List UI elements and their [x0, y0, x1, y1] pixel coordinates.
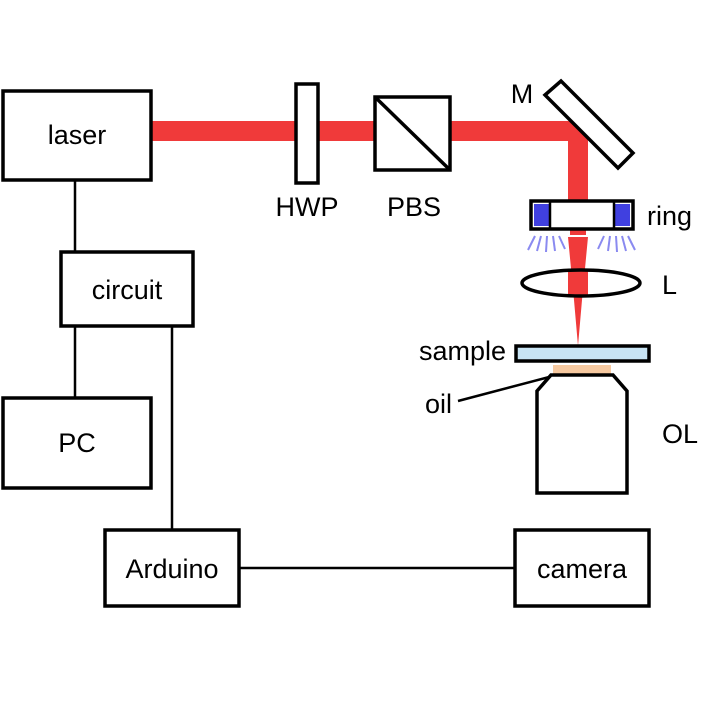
laser-beam-horizontal: [152, 121, 586, 141]
polarizing-beam-splitter: PBS: [373, 95, 452, 222]
oil-label: oil: [425, 389, 452, 419]
circuit-label: circuit: [92, 275, 163, 305]
pc-label: PC: [58, 428, 96, 458]
ring-led-left: [534, 204, 550, 226]
lens-label: L: [662, 270, 677, 300]
sample-label: sample: [419, 336, 506, 366]
arduino-box: Arduino: [103, 528, 241, 608]
camera-label: camera: [537, 554, 628, 584]
led-ring: ring: [527, 199, 692, 253]
mirror-label: M: [511, 79, 534, 109]
camera-box: camera: [513, 528, 651, 608]
ring-label: ring: [647, 201, 692, 231]
ring-light-rays: [527, 235, 636, 253]
laser-beam-lens-pass: [568, 270, 588, 296]
arduino-label: Arduino: [125, 554, 218, 584]
ring-led-right: [614, 204, 630, 226]
oil-leader-line: [457, 374, 554, 403]
half-wave-plate: HWP: [276, 82, 339, 222]
objective-label: OL: [662, 419, 698, 449]
circuit-box: circuit: [59, 250, 195, 328]
pbs-label: PBS: [387, 192, 441, 222]
hwp-label: HWP: [276, 192, 339, 222]
pc-box: PC: [1, 396, 153, 490]
laser-box: laser: [1, 89, 153, 182]
lens: L: [520, 268, 677, 300]
sample-slide: sample: [419, 336, 651, 366]
laser-label: laser: [48, 120, 107, 150]
immersion-oil: oil: [425, 365, 611, 419]
laser-beam-vertical: [568, 131, 588, 201]
mirror: M: [511, 78, 636, 171]
objective-lens: OL: [535, 373, 698, 495]
